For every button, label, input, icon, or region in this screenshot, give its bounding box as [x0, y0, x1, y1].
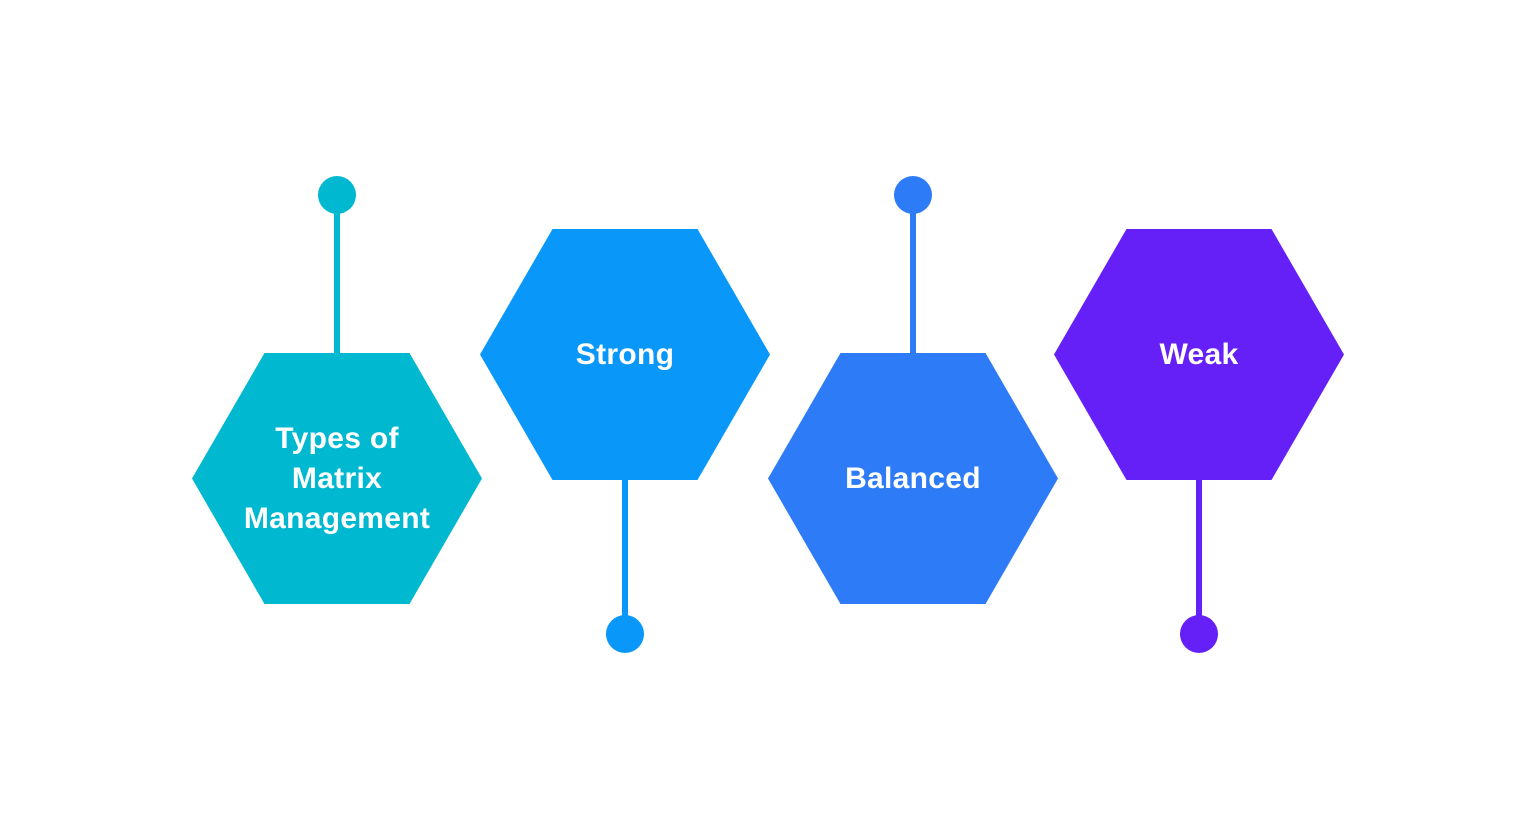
hexagon-label: Types of Matrix Management	[243, 421, 431, 535]
connector-stem	[334, 195, 340, 357]
hexagon-balanced: Balanced	[768, 353, 1058, 604]
connector-stem	[910, 195, 916, 357]
hexagon-types-of-matrix-management: Types of Matrix Management	[192, 353, 482, 604]
hexagon-label: Weak	[1159, 337, 1239, 371]
connector-stem	[622, 474, 628, 635]
hexagon-label: Balanced	[845, 461, 981, 495]
hexagon-weak: Weak	[1054, 229, 1344, 480]
connector-dot	[606, 615, 644, 653]
hexagon-strong: Strong	[480, 229, 770, 480]
connector-stem	[1196, 474, 1202, 635]
connector-dot	[1180, 615, 1218, 653]
connector-dot	[318, 176, 356, 214]
connector-dot	[894, 176, 932, 214]
hexagon-label: Strong	[575, 337, 675, 371]
